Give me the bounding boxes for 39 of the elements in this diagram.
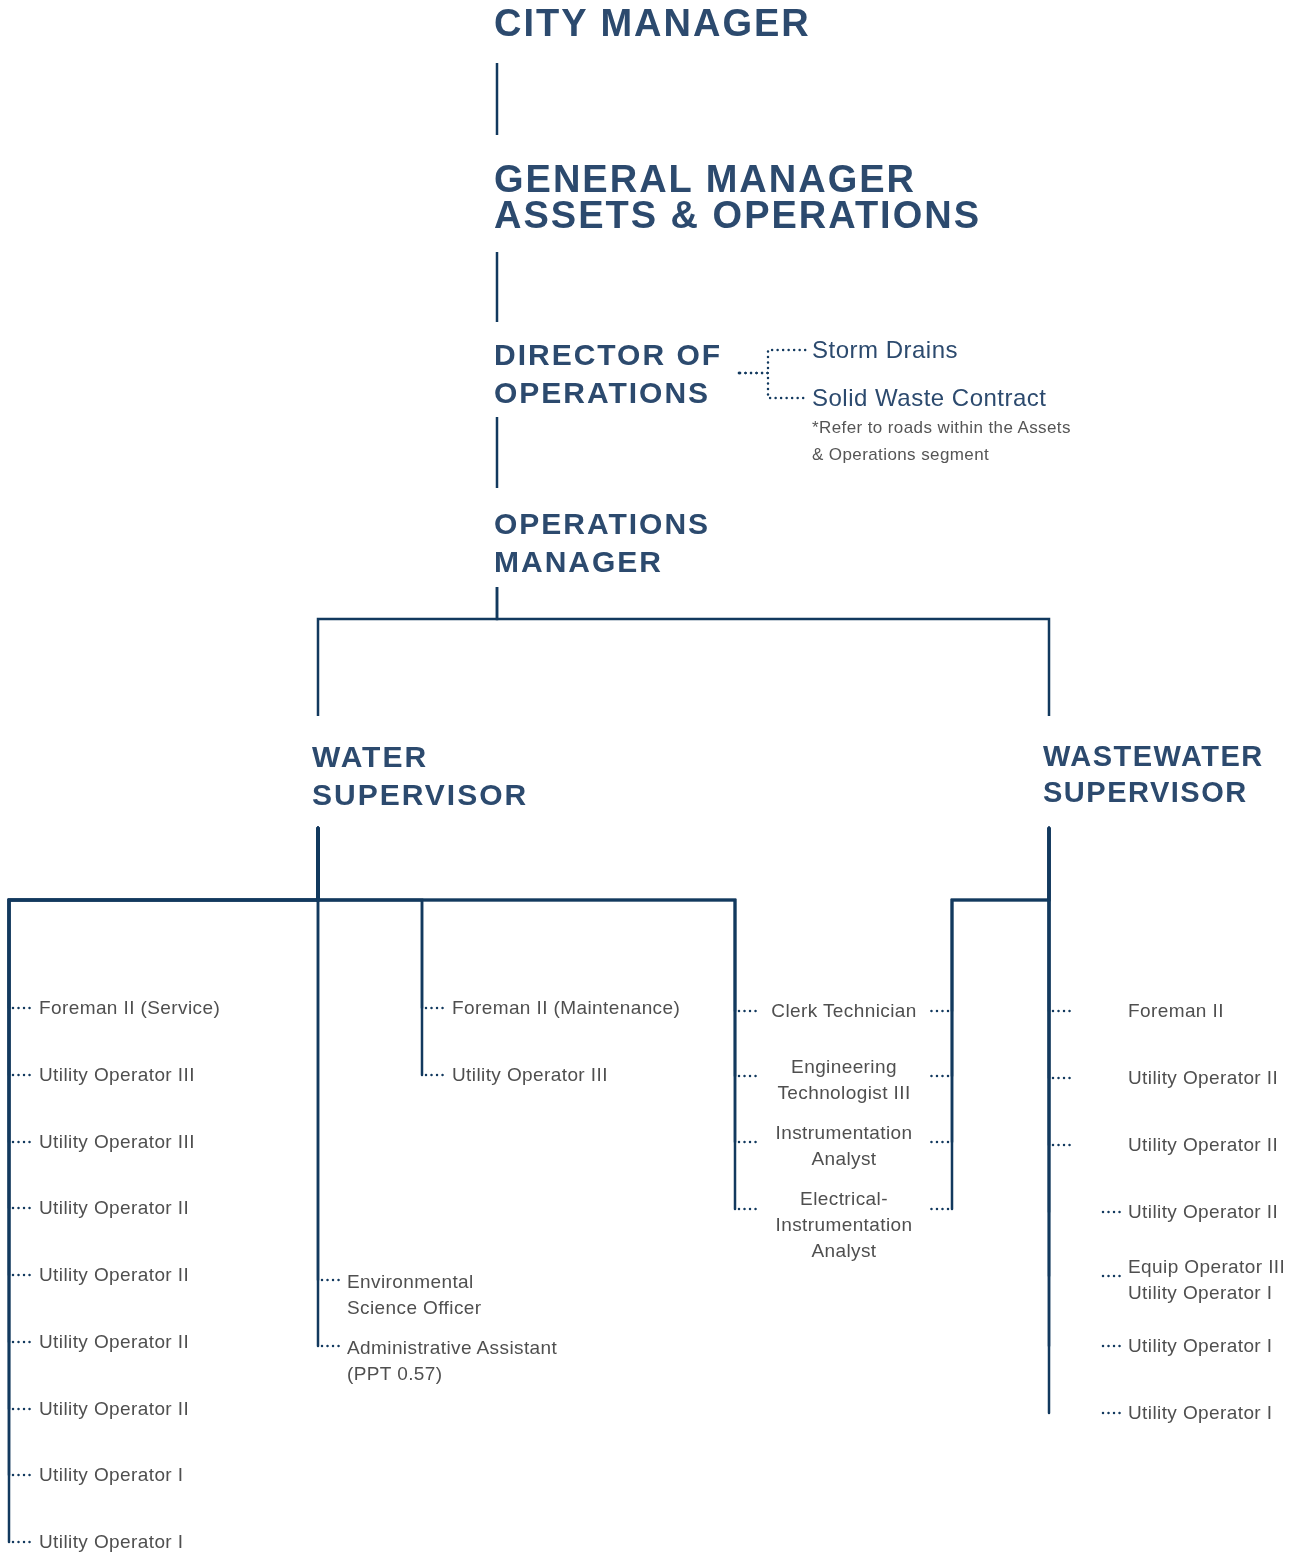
position-label: Utility Operator II <box>39 1397 191 1421</box>
position-label: Utility Operator III <box>452 1063 609 1087</box>
footnote: *Refer to roads within the Assets & Operations segment <box>812 417 1072 466</box>
position-label: Environmental Science Officer <box>347 1270 483 1320</box>
position-label: Clerk Technician <box>770 999 918 1023</box>
position-label: Utility Operator II <box>39 1330 191 1354</box>
position-label: Equip Operator III <box>1128 1255 1287 1279</box>
position-label: Foreman II (Service) <box>39 996 222 1020</box>
position-label: Utility Operator II <box>39 1196 191 1220</box>
position-label: Instrumentation Analyst <box>774 1121 914 1171</box>
dotted-connector <box>316 826 760 1211</box>
position-label: Electrical-Instrumentation Analyst <box>774 1187 914 1263</box>
position-label: Foreman II <box>1128 999 1225 1023</box>
position-label: Utility Operator I <box>1128 1401 1274 1425</box>
position-label: Utility Operator I <box>39 1530 185 1554</box>
position-label: Utility Operator II <box>1128 1066 1280 1090</box>
position-label: Utility Operator I <box>1128 1281 1274 1305</box>
role-title: WASTEWATER SUPERVISOR <box>1043 739 1265 811</box>
position-label: Utility Operator I <box>39 1463 185 1487</box>
unit-title: Storm Drains <box>812 336 960 364</box>
position-label: Utility Operator II <box>1128 1200 1280 1224</box>
position-label: Utility Operator III <box>39 1130 196 1154</box>
connector-line <box>495 252 499 322</box>
role-title: GENERAL MANAGER ASSETS & OPERATIONS <box>494 161 983 234</box>
role-title: WATER SUPERVISOR <box>312 739 530 813</box>
connector-line <box>495 417 499 488</box>
role-title: DIRECTOR OF OPERATIONS <box>494 337 724 411</box>
connector-line <box>495 63 499 135</box>
unit-title: Solid Waste Contract <box>812 384 1048 412</box>
position-label: Utility Operator I <box>1128 1334 1274 1358</box>
position-label: Administrative Assistant (PPT 0.57) <box>347 1336 559 1386</box>
role-title: OPERATIONS MANAGER <box>494 506 712 580</box>
position-label: Engineering Technologist III <box>776 1055 912 1105</box>
position-label: Utility Operator II <box>1128 1133 1280 1157</box>
connector-line <box>495 587 1051 716</box>
position-label: Foreman II (Maintenance) <box>452 996 682 1020</box>
position-label: Utility Operator III <box>39 1063 196 1087</box>
role-title: CITY MANAGER <box>494 4 812 42</box>
position-label: Utility Operator II <box>39 1263 191 1287</box>
